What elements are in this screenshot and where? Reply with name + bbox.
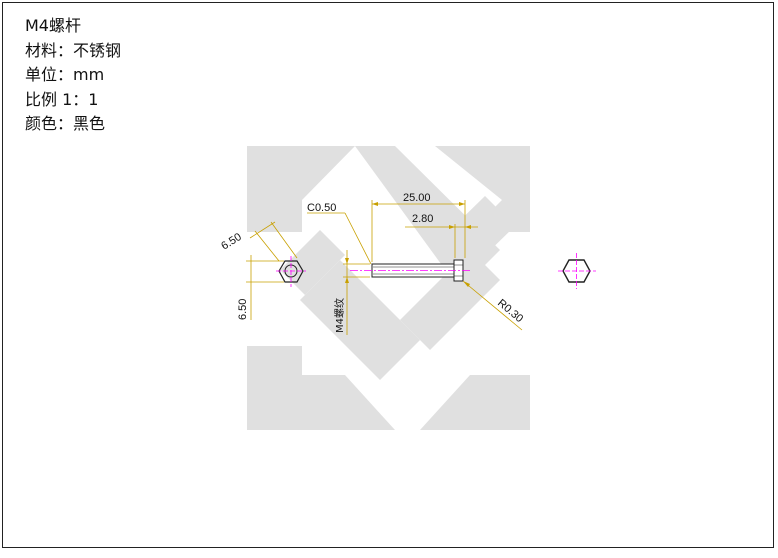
hex-width-dim: 6.50 — [219, 231, 244, 253]
hex-height-dim: 6.50 — [237, 299, 249, 320]
unit-label: 单位：mm — [25, 65, 105, 84]
hex-outline-left — [278, 260, 304, 283]
material-label: 材料：不锈钢 — [25, 40, 122, 60]
scale-label: 比例 1：1 — [25, 89, 99, 109]
thread-dim: M4螺纹 — [333, 298, 346, 333]
part-name: M4螺杆 — [25, 16, 81, 35]
hex-end-view-left: 6.50 6.50 — [219, 221, 306, 320]
bolt-side-view: 25.00 2.80 C0.50 M4螺纹 R0.30 — [307, 192, 525, 335]
chamfer-dim: C0.50 — [307, 202, 336, 214]
total-length-dim: 25.00 — [403, 192, 431, 204]
hex-end-view-right — [558, 253, 596, 289]
title-block: M4螺杆 材料：不锈钢 单位：mm 比例 1：1 颜色：黑色 — [25, 14, 121, 137]
watermark-logo — [247, 146, 530, 430]
color-label: 颜色：黑色 — [25, 114, 106, 133]
head-length-dim: 2.80 — [412, 213, 433, 225]
